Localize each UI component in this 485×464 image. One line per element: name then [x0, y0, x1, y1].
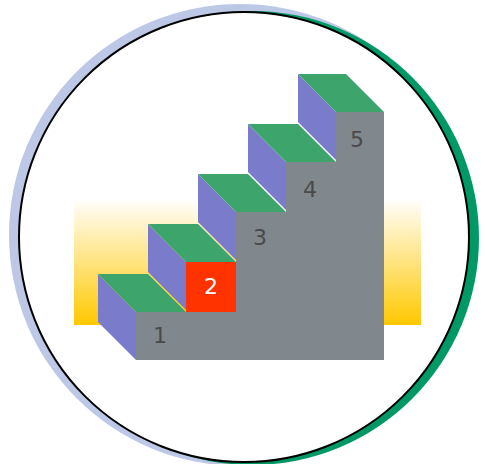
step-number: 5 — [350, 129, 364, 151]
step-number: 4 — [303, 179, 317, 201]
step-tread — [248, 124, 336, 162]
step-tread — [98, 274, 186, 312]
step-tread — [148, 224, 236, 262]
step-number: 3 — [253, 227, 267, 249]
inner-disc — [19, 12, 469, 462]
stair-body — [136, 112, 384, 360]
step-number: 1 — [153, 325, 167, 347]
highlight-step: 2 — [186, 262, 236, 312]
step-tread — [198, 174, 286, 212]
step-tread — [298, 74, 384, 112]
step-number: 2 — [204, 276, 218, 298]
